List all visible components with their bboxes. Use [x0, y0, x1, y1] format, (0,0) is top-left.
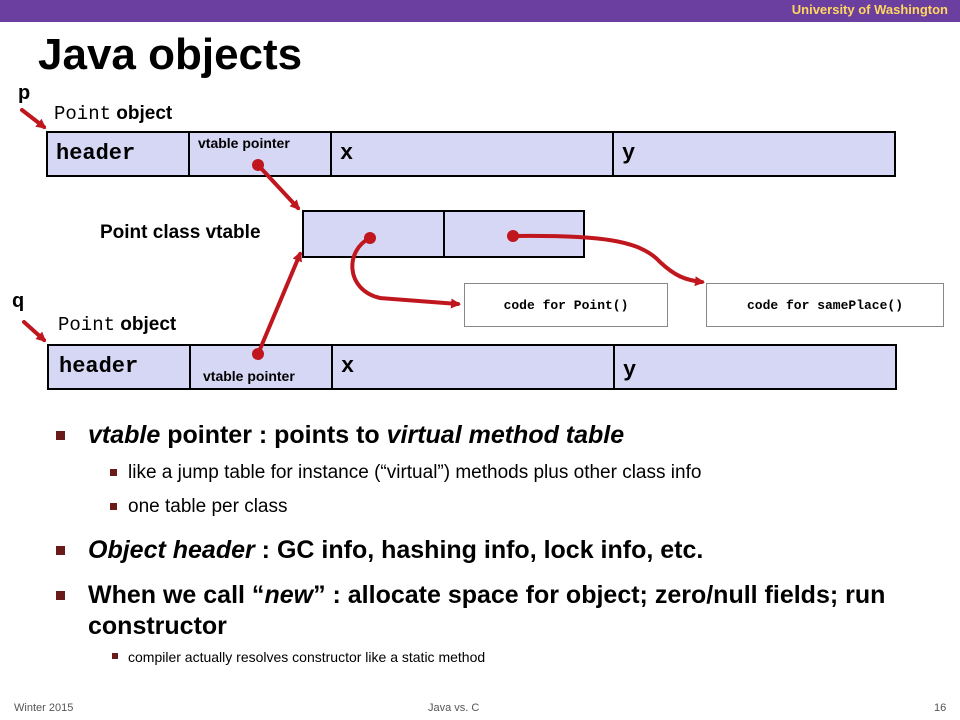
bullet-square-icon [56, 546, 65, 555]
subbullet-jump-table: like a jump table for instance (“virtual… [52, 461, 952, 485]
vtable-slot1-dot [364, 232, 376, 244]
vtable-slot-sameplace [443, 210, 585, 258]
bullet-square-icon [112, 653, 118, 659]
object-word: object [120, 314, 177, 335]
bullet-square-icon [110, 469, 117, 476]
code-for-point-box: code for Point() [464, 283, 668, 327]
footer-topic: Java vs. C [428, 702, 480, 714]
footer-term: Winter 2015 [14, 702, 74, 714]
bullet-object-header: Object header : GC info, hashing info, l… [52, 535, 952, 566]
bullet-square-icon [110, 503, 117, 510]
q-variable-label: q [12, 290, 25, 312]
institution-name: University of Washington [791, 2, 948, 17]
q-header-field: header [47, 344, 191, 390]
q-pointer-arrow [22, 320, 47, 343]
p-vtable-pointer-dot [252, 159, 264, 171]
vtable-slot2-dot [507, 230, 519, 242]
vtable-pointer-label: vtable pointer [203, 368, 295, 384]
point-object-caption-q: Point object [58, 314, 176, 336]
vtable-pointer-label: vtable pointer [198, 135, 290, 151]
p-variable-label: p [18, 82, 31, 104]
p-vtable-arrow [256, 163, 301, 211]
x-label: x [341, 354, 355, 379]
bullet-vtable-pointer: vtable pointer : points to virtual metho… [52, 420, 952, 451]
constructor-code-arrow [350, 236, 461, 309]
point-object-caption-p: Point object [54, 103, 172, 125]
q-vtable-pointer-dot [252, 348, 264, 360]
q-x-field: x [331, 344, 615, 390]
subbullet-compiler: compiler actually resolves constructor l… [52, 648, 952, 666]
p-y-field: y [612, 131, 896, 177]
bullet-new: When we call “new” : allocate space for … [52, 580, 952, 642]
slide-title: Java objects [38, 30, 303, 79]
point-class-name: Point [58, 314, 116, 336]
header-label: header [59, 354, 139, 379]
header-label: header [56, 141, 136, 166]
bullet-square-icon [56, 431, 65, 440]
subbullet-one-table: one table per class [52, 495, 952, 519]
sameplace-code-arrow [511, 233, 705, 287]
code-for-sameplace-box: code for samePlace() [706, 283, 944, 327]
y-label: y [623, 358, 637, 383]
p-header-field: header [46, 131, 190, 177]
p-pointer-arrow [20, 108, 47, 129]
bullet-square-icon [56, 591, 65, 600]
top-bar: University of Washington [0, 0, 960, 22]
object-word: object [116, 103, 173, 124]
q-y-field: y [613, 344, 897, 390]
y-label: y [622, 141, 636, 166]
footer-page-number: 16 [934, 702, 947, 714]
vtable-caption: Point class vtable [100, 222, 261, 243]
point-class-name: Point [54, 103, 112, 125]
x-label: x [340, 141, 354, 166]
bullet-list: vtable pointer : points to virtual metho… [52, 420, 952, 666]
p-x-field: x [330, 131, 614, 177]
q-vtable-arrow [256, 251, 302, 356]
